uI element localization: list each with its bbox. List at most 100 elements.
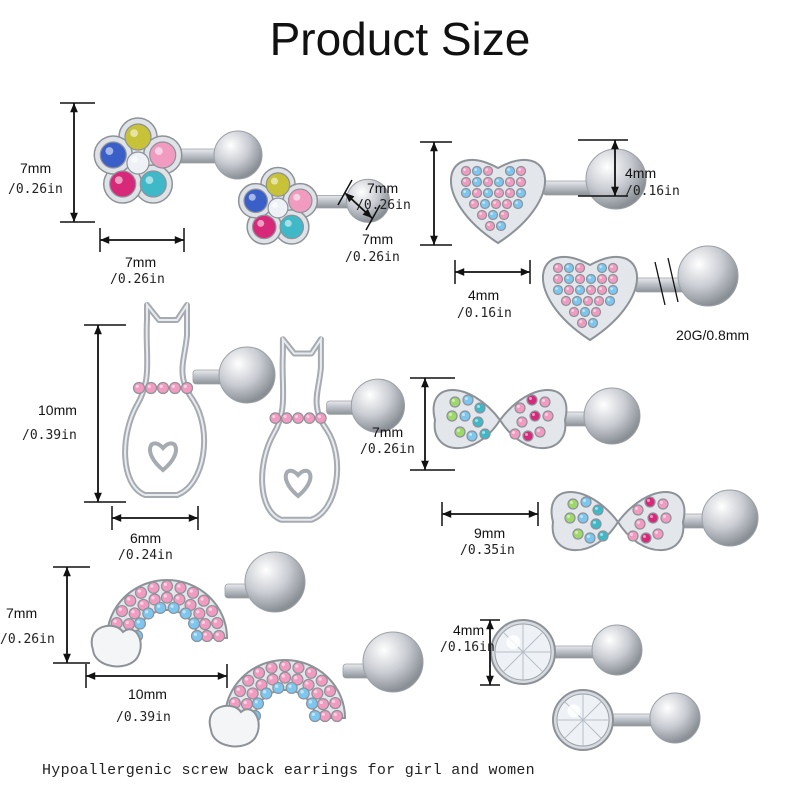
gem-highlight — [305, 681, 309, 685]
gem-highlight — [333, 712, 337, 716]
gem — [515, 176, 527, 188]
gem — [482, 187, 494, 199]
gem — [160, 579, 174, 593]
gem-highlight — [563, 298, 567, 301]
gem — [592, 504, 604, 516]
gem-highlight — [145, 176, 154, 185]
gem-highlight — [593, 521, 596, 524]
stud-size-in: /0.16in — [440, 640, 495, 655]
gem-highlight — [518, 179, 522, 182]
screw-ball — [362, 631, 424, 693]
gem-highlight — [295, 664, 299, 668]
gem-highlight — [571, 309, 575, 312]
gem — [318, 709, 332, 723]
gem — [305, 697, 319, 710]
gem — [514, 402, 526, 414]
gem-highlight — [140, 601, 144, 605]
gem — [265, 661, 278, 674]
gem-highlight — [457, 429, 460, 432]
gem — [252, 666, 266, 679]
gem-highlight — [474, 168, 477, 171]
gem-highlight — [532, 413, 535, 416]
gem-highlight — [570, 501, 573, 504]
crystal-facet — [522, 631, 544, 653]
arrow-head — [528, 510, 538, 518]
gem-highlight — [258, 681, 262, 685]
gem-highlight — [243, 700, 247, 705]
gem-highlight — [317, 414, 321, 419]
gem-highlight — [171, 384, 176, 388]
gem-highlight — [647, 499, 650, 502]
flower-width-mm: 7mm — [125, 254, 157, 270]
gem-highlight — [326, 687, 331, 692]
gem — [627, 530, 639, 542]
gem — [607, 262, 619, 274]
gem-highlight — [490, 212, 493, 215]
gem-highlight — [318, 677, 322, 681]
arrow-head — [430, 235, 438, 245]
arrow-head — [100, 236, 110, 244]
gem — [552, 273, 564, 285]
gauge-marker — [667, 257, 679, 303]
gem-highlight — [249, 690, 253, 694]
flower2-height-in: /0.26in — [356, 198, 411, 213]
gem-highlight — [577, 265, 581, 268]
gem — [99, 141, 127, 169]
gem — [200, 629, 214, 643]
gem — [552, 262, 564, 274]
screw-ball — [701, 489, 759, 547]
gem — [552, 284, 564, 296]
gem — [571, 295, 583, 307]
gem-highlight — [283, 414, 287, 419]
gem-highlight — [275, 684, 279, 688]
flower2-width-mm: 7mm — [362, 231, 394, 247]
gem-highlight — [595, 507, 598, 510]
butterfly-width-mm: 9mm — [474, 525, 506, 541]
gem-highlight — [512, 431, 515, 434]
gem-highlight — [114, 176, 123, 185]
gem-highlight — [272, 202, 278, 208]
gem-highlight — [663, 515, 666, 518]
butterfly-height-in: /0.26in — [360, 442, 415, 457]
gem — [149, 141, 177, 169]
arrow-head — [421, 378, 429, 388]
gem — [596, 284, 608, 296]
cat-height-mm: 10mm — [38, 402, 77, 418]
gem — [460, 187, 472, 199]
gem — [563, 284, 575, 296]
gem-highlight — [599, 287, 603, 290]
gem — [142, 607, 155, 620]
gem-highlight — [599, 276, 603, 279]
gem-highlight — [498, 223, 501, 226]
gem — [590, 518, 602, 530]
gem — [315, 674, 328, 687]
gem-highlight — [125, 620, 129, 625]
gem — [126, 151, 150, 175]
gem — [657, 498, 669, 510]
gem — [652, 528, 664, 540]
gem — [147, 581, 160, 594]
gem-highlight — [529, 397, 532, 400]
screw-ball — [350, 378, 405, 433]
screw-ball — [649, 692, 701, 744]
gem-highlight — [203, 632, 208, 636]
gem-highlight — [574, 298, 578, 301]
gem-highlight — [131, 156, 138, 163]
gem — [585, 273, 597, 285]
gem-highlight — [131, 610, 135, 614]
crystal-shine — [567, 704, 581, 718]
gem-highlight — [463, 190, 466, 193]
gem — [160, 591, 174, 604]
cat-heart-tail — [283, 468, 313, 499]
gem — [265, 172, 291, 197]
gem — [212, 629, 226, 643]
gem — [647, 512, 659, 524]
gem-highlight — [452, 399, 455, 402]
rainbow-width-in: /0.39in — [116, 710, 171, 725]
gem — [572, 528, 584, 540]
gem — [584, 532, 596, 544]
heart-ball-mm: 4mm — [625, 165, 657, 181]
gem-highlight — [463, 179, 466, 182]
arrow-head — [94, 492, 102, 502]
gem-highlight — [284, 219, 292, 227]
